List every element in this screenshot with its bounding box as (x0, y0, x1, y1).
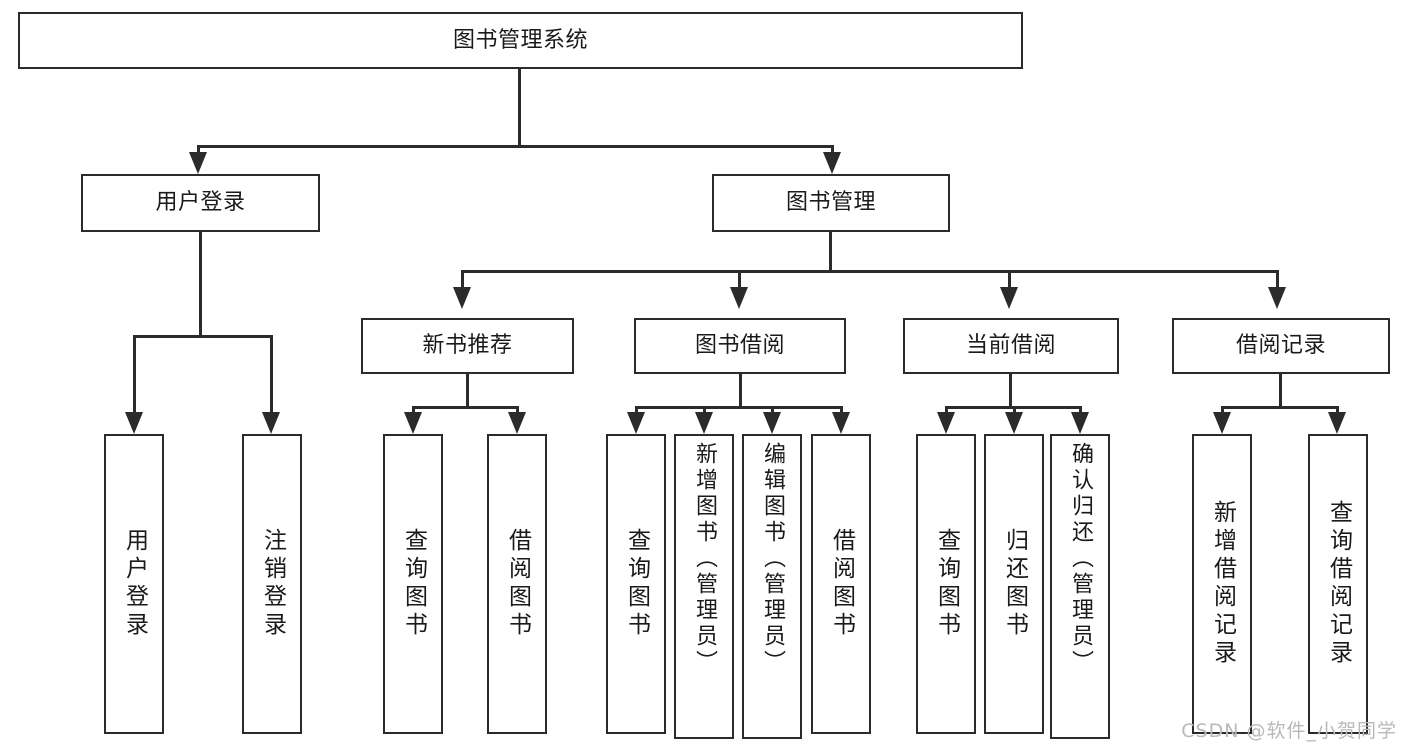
connector-bb-stem (739, 374, 742, 408)
connector-bm-to-new-book (461, 270, 464, 294)
node-label: 查询图书 (400, 528, 427, 640)
node-borrow-record[interactable]: 借阅记录 (1172, 318, 1390, 374)
arrowhead-current-borrow (1000, 287, 1018, 309)
node-label: 查询借阅记录 (1325, 500, 1352, 668)
connector-bb-bar (635, 406, 843, 409)
node-label: 查询图书 (623, 528, 650, 640)
arrowhead-cb-query-book (937, 412, 955, 434)
node-label: 新增借阅记录 (1209, 500, 1236, 668)
leaf-book-borrow-edit-book[interactable]: 编辑图书（管理员） (742, 434, 802, 739)
node-label: 归还图书 (1001, 528, 1028, 640)
connector-book-management-stem (829, 232, 832, 272)
node-new-book-recommend[interactable]: 新书推荐 (361, 318, 574, 374)
leaf-borrow-record-query-record[interactable]: 查询借阅记录 (1308, 434, 1368, 734)
node-label: 注销登录 (259, 528, 286, 640)
node-user-login[interactable]: 用户登录 (81, 174, 320, 232)
node-book-borrow[interactable]: 图书借阅 (634, 318, 846, 374)
node-label: 借阅图书 (828, 528, 855, 640)
arrowhead-book-management (823, 152, 841, 174)
arrowhead-borrow-record (1268, 287, 1286, 309)
arrowhead-new-book-recommend (453, 287, 471, 309)
leaf-user-login-logout[interactable]: 注销登录 (242, 434, 302, 734)
connector-bm-to-borrow-record (1276, 270, 1279, 294)
node-label: 查询图书 (933, 528, 960, 640)
connector-root-stem (518, 69, 521, 147)
arrowhead-nbr-query-book (404, 412, 422, 434)
arrowhead-cb-return-book (1005, 412, 1023, 434)
leaf-book-borrow-add-book[interactable]: 新增图书（管理员） (674, 434, 734, 739)
node-label: 新增图书（管理员） (692, 442, 717, 676)
connector-cb-stem (1009, 374, 1012, 408)
arrowhead-user-login (189, 152, 207, 174)
arrowhead-leaf-logout (262, 412, 280, 434)
node-label: 当前借阅 (965, 333, 1056, 359)
connector-user-login-bar (133, 335, 272, 338)
leaf-borrow-record-add-record[interactable]: 新增借阅记录 (1192, 434, 1252, 734)
node-label: 图书管理系统 (452, 27, 588, 53)
node-book-management[interactable]: 图书管理 (712, 174, 950, 232)
leaf-new-book-query-book[interactable]: 查询图书 (383, 434, 443, 734)
arrowhead-cb-confirm-return (1071, 412, 1089, 434)
connector-nbr-bar (412, 406, 519, 409)
arrowhead-book-borrow (730, 287, 748, 309)
leaf-current-borrow-confirm-return[interactable]: 确认归还（管理员） (1050, 434, 1110, 739)
connector-book-management-bar (461, 270, 1279, 273)
arrowhead-bb-query-book (627, 412, 645, 434)
connector-br-bar (1221, 406, 1338, 409)
connector-user-login-left (133, 335, 136, 417)
leaf-book-borrow-query-book[interactable]: 查询图书 (606, 434, 666, 734)
leaf-user-login-login[interactable]: 用户登录 (104, 434, 164, 734)
connector-bm-to-book-borrow (738, 270, 741, 294)
connector-nbr-stem (466, 374, 469, 408)
csdn-watermark: CSDN @软件_小贺同学 (1181, 720, 1397, 742)
node-label: 新书推荐 (422, 333, 513, 359)
leaf-current-borrow-query-book[interactable]: 查询图书 (916, 434, 976, 734)
leaf-current-borrow-return-book[interactable]: 归还图书 (984, 434, 1044, 734)
arrowhead-br-query-record (1328, 412, 1346, 434)
connector-user-login-right (270, 335, 273, 417)
arrowhead-bb-borrow-book (832, 412, 850, 434)
node-root-book-management-system[interactable]: 图书管理系统 (18, 12, 1023, 69)
connector-root-bar (197, 145, 834, 148)
arrowhead-nbr-borrow-book (508, 412, 526, 434)
leaf-book-borrow-borrow-book[interactable]: 借阅图书 (811, 434, 871, 734)
node-label: 图书管理 (785, 190, 876, 216)
node-current-borrow[interactable]: 当前借阅 (903, 318, 1119, 374)
node-label: 确认归还（管理员） (1068, 442, 1093, 676)
arrowhead-bb-add-book (695, 412, 713, 434)
connector-br-stem (1279, 374, 1282, 408)
connector-user-login-stem (199, 232, 202, 337)
arrowhead-bb-edit-book (763, 412, 781, 434)
node-label: 图书借阅 (694, 333, 785, 359)
node-label: 用户登录 (155, 190, 246, 216)
connector-bm-to-current-borrow (1008, 270, 1011, 294)
leaf-new-book-borrow-book[interactable]: 借阅图书 (487, 434, 547, 734)
arrowhead-leaf-user-login (125, 412, 143, 434)
node-label: 借阅记录 (1235, 333, 1326, 359)
node-label: 借阅图书 (504, 528, 531, 640)
arrowhead-br-add-record (1213, 412, 1231, 434)
node-label: 用户登录 (121, 528, 148, 640)
node-label: 编辑图书（管理员） (760, 442, 785, 676)
